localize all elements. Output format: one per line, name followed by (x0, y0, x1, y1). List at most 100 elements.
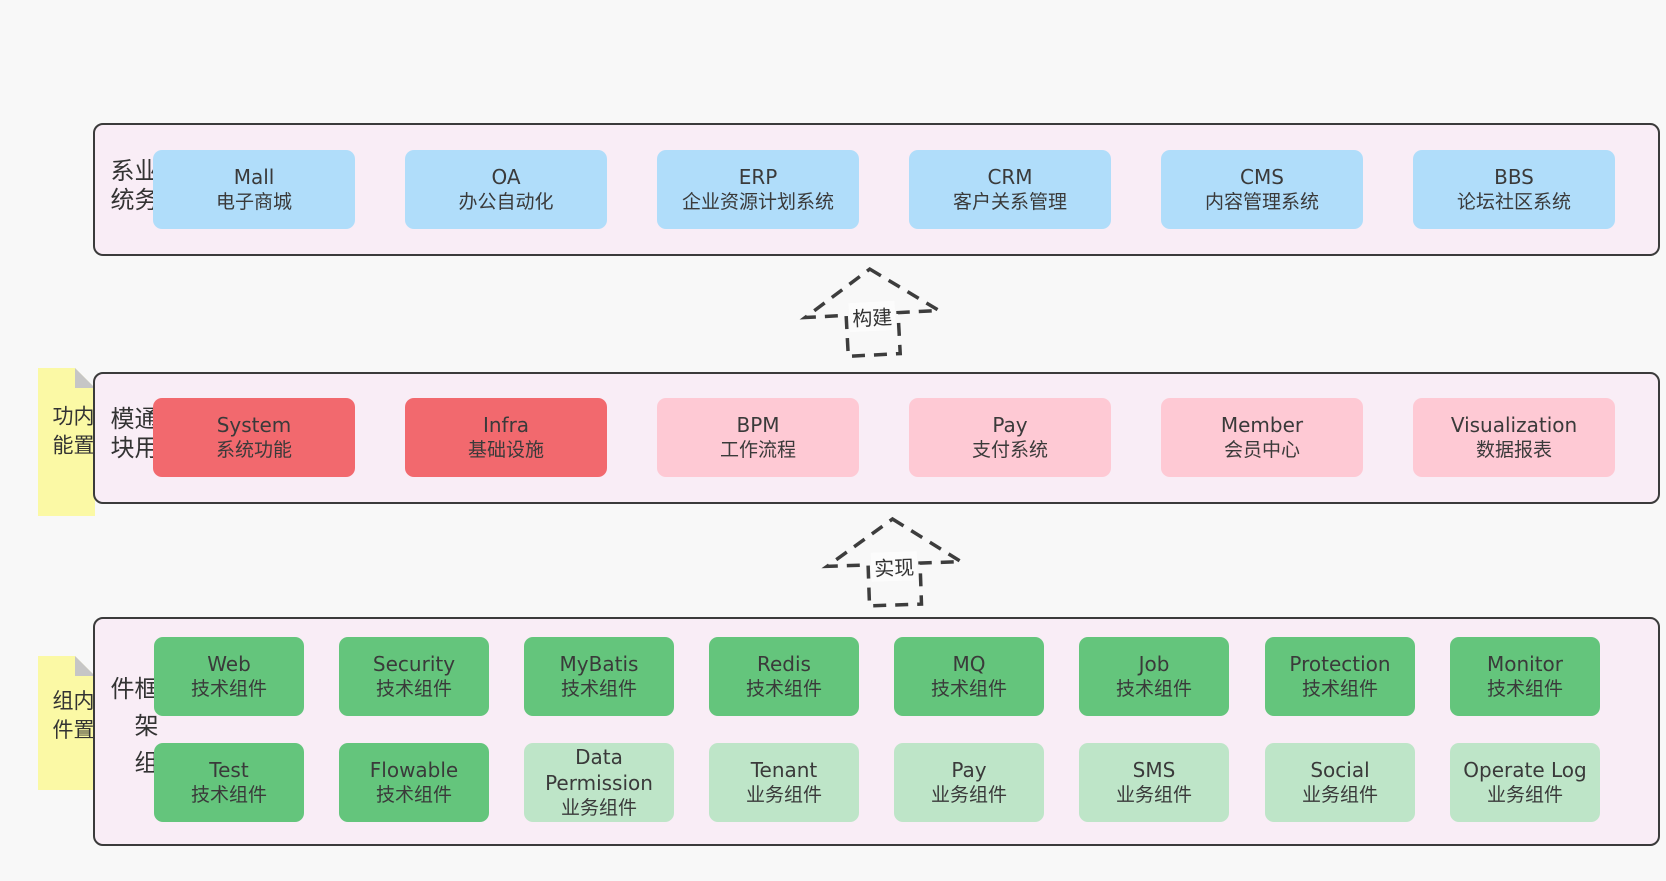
box-title: Tenant (750, 757, 818, 782)
box-mq: MQ 技术组件 (894, 637, 1044, 716)
arrow-implement-label: 实现 (870, 551, 918, 582)
box-title: Protection (1289, 651, 1391, 676)
box-subtitle: 电子商城 (215, 191, 292, 214)
box-title: MQ (952, 651, 986, 676)
box-subtitle: 基础设施 (467, 439, 544, 462)
box-title: Data Permission (545, 744, 653, 795)
box-bbs: BBS 论坛社区系统 (1413, 150, 1615, 229)
box-title: Infra (482, 412, 530, 437)
box-visualization: Visualization 数据报表 (1413, 398, 1615, 477)
box-oa: OA 办公自动化 (405, 150, 607, 229)
box-subtitle: 技术组件 (190, 784, 267, 807)
box-infra: Infra 基础设施 (405, 398, 607, 477)
box-job: Job 技术组件 (1079, 637, 1229, 716)
box-sms: SMS 业务组件 (1079, 743, 1229, 822)
box-pay-component: Pay 业务组件 (894, 743, 1044, 822)
box-subtitle: 系统功能 (215, 439, 292, 462)
box-subtitle: 技术组件 (1115, 678, 1192, 701)
box-title: MyBatis (559, 651, 639, 676)
box-title: Test (209, 757, 249, 782)
box-erp: ERP 企业资源计划系统 (657, 150, 859, 229)
box-title: Flowable (369, 757, 459, 782)
sticky-tag-label: 内置功能 (50, 405, 95, 463)
box-subtitle: 技术组件 (745, 678, 822, 701)
box-operate-log: Operate Log 业务组件 (1450, 743, 1600, 822)
box-subtitle: 工作流程 (719, 439, 796, 462)
panel-title-modules: 通用模块 (106, 406, 158, 464)
box-social: Social 业务组件 (1265, 743, 1415, 822)
box-system: System 系统功能 (153, 398, 355, 477)
panel-title-components: 框架组件 (106, 675, 158, 787)
box-subtitle: 技术组件 (1301, 678, 1378, 701)
box-title: Social (1310, 757, 1370, 782)
box-subtitle: 客户关系管理 (952, 191, 1067, 214)
sticky-tag-label: 内置组件 (50, 689, 95, 748)
framework-components-panel: 框架组件 Web 技术组件 Security 技术组件 MyBatis 技术组件… (93, 617, 1660, 846)
box-subtitle: 办公自动化 (458, 191, 554, 214)
box-subtitle: 会员中心 (1223, 439, 1300, 462)
box-subtitle: 技术组件 (930, 678, 1007, 701)
box-title: Pay (951, 757, 987, 782)
box-subtitle: 内容管理系统 (1204, 191, 1319, 214)
box-title: Operate Log (1463, 757, 1587, 782)
sticky-tag-built-in-features: 内置功能 (38, 368, 95, 516)
box-title: Member (1220, 412, 1304, 437)
common-modules-panel: 通用模块 System 系统功能 Infra 基础设施 BPM 工作流程 Pay… (93, 372, 1660, 504)
box-subtitle: 数据报表 (1475, 439, 1552, 462)
box-title: BPM (736, 412, 780, 437)
box-subtitle: 业务组件 (1486, 784, 1563, 807)
box-subtitle: 企业资源计划系统 (681, 191, 834, 214)
box-title: Web (207, 651, 251, 676)
box-mall: Mall 电子商城 (153, 150, 355, 229)
box-flowable: Flowable 技术组件 (339, 743, 489, 822)
box-title: System (216, 412, 292, 437)
box-title: CMS (1240, 164, 1284, 189)
box-subtitle: 论坛社区系统 (1456, 191, 1571, 214)
box-subtitle: 支付系统 (971, 439, 1048, 462)
box-title: Security (372, 651, 456, 676)
box-member: Member 会员中心 (1161, 398, 1363, 477)
box-mybatis: MyBatis 技术组件 (524, 637, 674, 716)
box-subtitle: 技术组件 (375, 784, 452, 807)
box-title: CRM (987, 164, 1033, 189)
box-data-permission: Data Permission 业务组件 (524, 743, 674, 822)
panel-title-business: 业务系统 (106, 157, 158, 216)
arrow-build-label: 构建 (848, 300, 896, 333)
box-subtitle: 技术组件 (375, 678, 452, 701)
box-pay-module: Pay 支付系统 (909, 398, 1111, 477)
box-title: Redis (757, 651, 811, 676)
box-cms: CMS 内容管理系统 (1161, 150, 1363, 229)
box-tenant: Tenant 业务组件 (709, 743, 859, 822)
box-title: BBS (1494, 164, 1534, 189)
box-subtitle: 业务组件 (1115, 784, 1192, 807)
box-crm: CRM 客户关系管理 (909, 150, 1111, 229)
arrow-implement: 实现 (821, 514, 967, 611)
box-subtitle: 业务组件 (1301, 784, 1378, 807)
box-web: Web 技术组件 (154, 637, 304, 716)
box-protection: Protection 技术组件 (1265, 637, 1415, 716)
box-subtitle: 业务组件 (560, 797, 637, 820)
box-subtitle: 业务组件 (930, 784, 1007, 807)
box-title: Pay (992, 412, 1028, 437)
box-bpm: BPM 工作流程 (657, 398, 859, 477)
arrow-build: 构建 (799, 262, 945, 361)
box-subtitle: 业务组件 (745, 784, 822, 807)
box-title: OA (491, 164, 521, 189)
sticky-tag-built-in-components: 内置组件 (38, 656, 95, 790)
box-title: Monitor (1486, 651, 1564, 676)
box-title: ERP (738, 164, 778, 189)
box-subtitle: 技术组件 (560, 678, 637, 701)
box-subtitle: 技术组件 (1486, 678, 1563, 701)
business-systems-panel: 业务系统 Mall 电子商城 OA 办公自动化 ERP 企业资源计划系统 CRM… (93, 123, 1660, 256)
box-subtitle: 技术组件 (190, 678, 267, 701)
box-redis: Redis 技术组件 (709, 637, 859, 716)
box-title: Job (1138, 651, 1170, 676)
dashed-up-arrow-icon (799, 266, 945, 359)
box-security: Security 技术组件 (339, 637, 489, 716)
dashed-up-arrow-icon (821, 516, 967, 608)
box-title: Visualization (1450, 412, 1578, 437)
box-title: SMS (1132, 757, 1176, 782)
box-title: Mall (233, 164, 275, 189)
box-test: Test 技术组件 (154, 743, 304, 822)
